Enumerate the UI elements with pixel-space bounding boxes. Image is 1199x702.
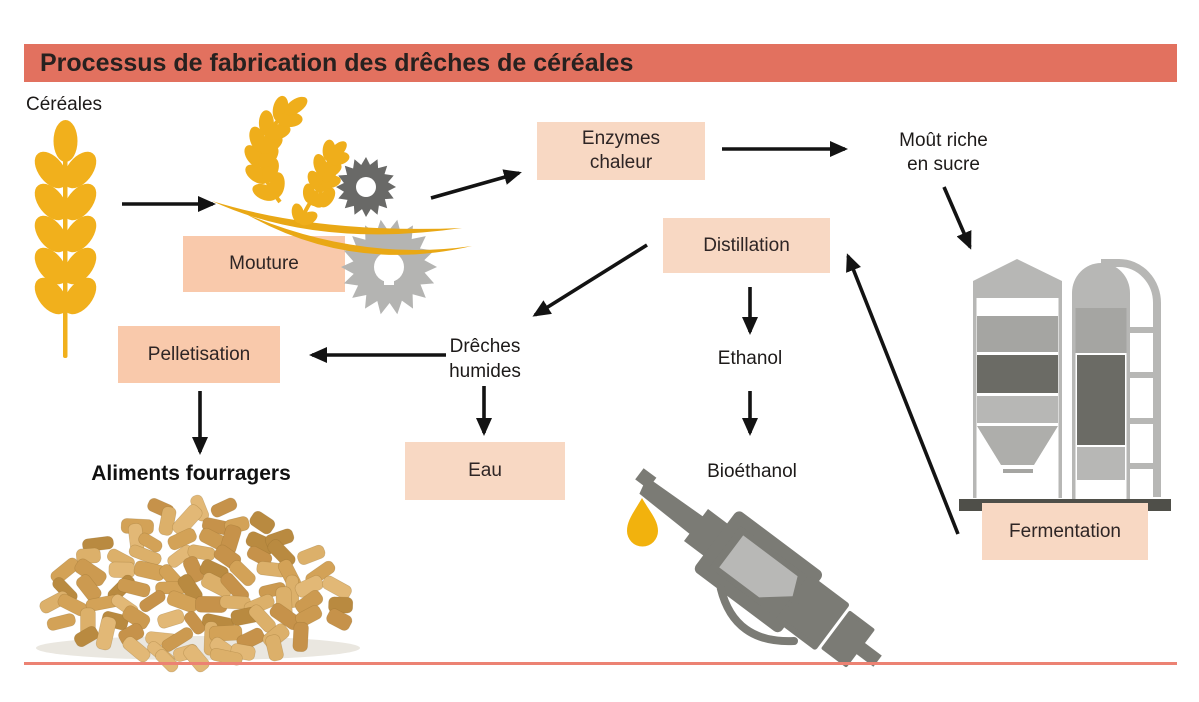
wheat-ear-icon [34, 120, 97, 358]
process-box-fermentation: Fermentation [982, 503, 1148, 560]
fuel-droplet-icon [627, 498, 658, 547]
fuel-nozzle-icon [635, 468, 882, 667]
process-box-mouture: Mouture [183, 236, 345, 292]
title-bar: Processus de fabrication des drêches de … [24, 44, 1177, 82]
process-box-distillation: Distillation [663, 218, 830, 273]
bottom-rule [24, 662, 1177, 665]
process-box-pelletisation: Pelletisation [118, 326, 280, 383]
label-cereales: Céréales [26, 94, 103, 115]
label-aliments-fourragers: Aliments fourragers [91, 462, 291, 485]
label-ethanol: Ethanol [717, 348, 783, 369]
label-mout-riche-en-sucre: Moût riche en sucre [899, 130, 988, 175]
label-dreches-humides: Drêches humides [449, 336, 521, 382]
page-title: Processus de fabrication des drêches de … [40, 48, 634, 77]
label-bioethanol: Bioéthanol [707, 461, 797, 482]
process-box-enzymes-chaleur: Enzymes chaleur [537, 122, 705, 180]
fermentation-tanks-icon [959, 259, 1171, 511]
process-box-eau: Eau [405, 442, 565, 500]
feed-pellets-image [36, 494, 360, 673]
